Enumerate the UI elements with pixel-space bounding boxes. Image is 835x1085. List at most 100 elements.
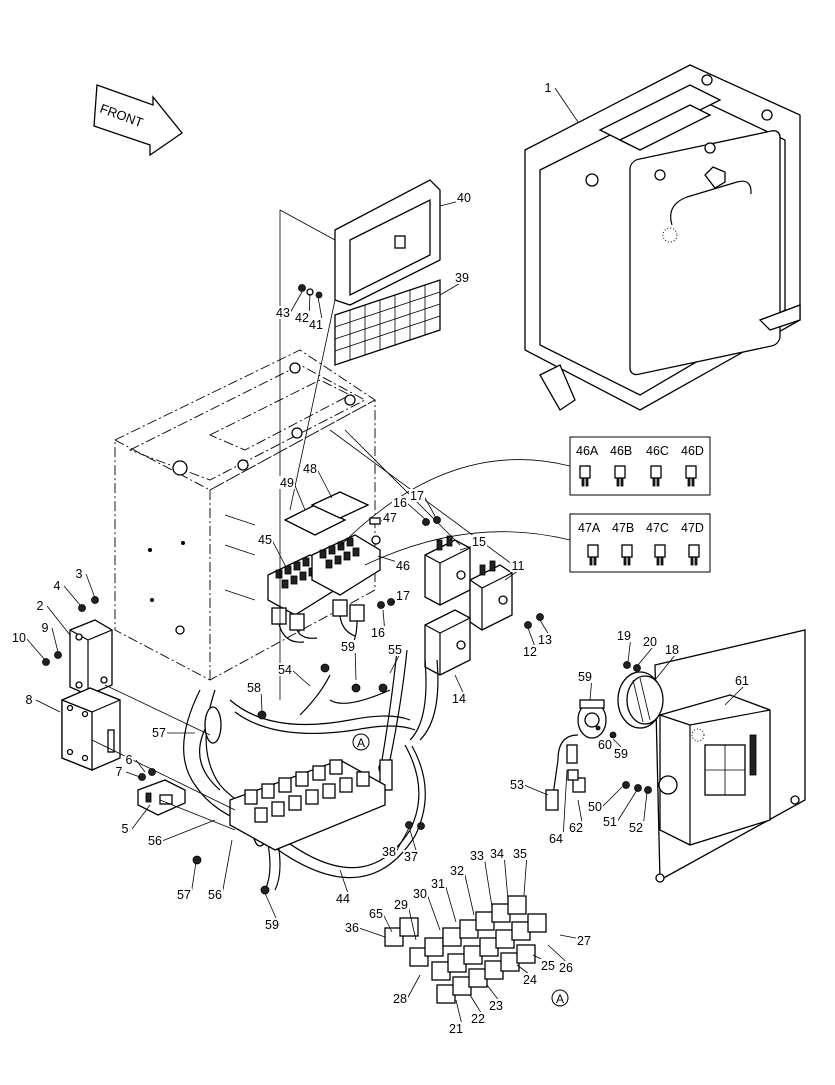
fuse-group-47: 47A 47B 47C 47D (569, 513, 711, 573)
fuse-box-47 (311, 534, 381, 596)
callout-label: 47 (383, 511, 397, 525)
callout-bg (370, 626, 386, 639)
switch-60 (577, 699, 607, 739)
callout-bg (522, 645, 538, 658)
marker-a-lower-label: A (556, 992, 564, 1006)
callout-label: 45 (258, 533, 272, 547)
callout-label: 35 (513, 847, 527, 861)
callout-bg (340, 640, 356, 653)
callout-label: 57 (152, 726, 166, 740)
callout-bg (587, 800, 603, 813)
callout-label: 19 (617, 629, 631, 643)
callout-bg (664, 643, 680, 656)
leader-line (221, 839, 233, 896)
callout-label: 1 (545, 81, 552, 95)
callout-bg (246, 681, 262, 694)
callout-label: 43 (276, 306, 290, 320)
callout-label: 54 (278, 663, 292, 677)
callout-bg (392, 992, 408, 1005)
fasteners (42, 516, 652, 895)
relay-15 (424, 535, 471, 606)
fuse-47b-label: 47B (612, 521, 634, 535)
leader-line (562, 769, 568, 840)
fuse-46a-label: 46A (576, 444, 599, 458)
fuse-47c-label: 47C (646, 521, 669, 535)
callout-label: 28 (393, 992, 407, 1006)
module-2 (69, 619, 113, 696)
callout-bg (628, 821, 644, 834)
relay-14 (424, 609, 471, 676)
callout-bg (257, 533, 273, 546)
callout-label: 40 (457, 191, 471, 205)
callout-label: 23 (489, 999, 503, 1013)
callout-label: 55 (388, 643, 402, 657)
leader-line (51, 627, 59, 653)
callout-bg (207, 888, 223, 901)
callout-bg (540, 959, 556, 972)
callout-label: 2 (37, 599, 44, 613)
fuse-group-46: 46A 46B 46C 46D (569, 436, 711, 496)
leader-line (406, 502, 427, 521)
leader-line (554, 87, 579, 123)
fuse-46d-label: 46D (681, 444, 704, 458)
callout-bg (294, 311, 310, 324)
callout-bg (393, 898, 409, 911)
callout-label: 21 (449, 1022, 463, 1036)
callout-bg (277, 663, 293, 676)
callout-bg (642, 635, 658, 648)
harness-55 (545, 734, 586, 811)
callout-bg (448, 1022, 464, 1035)
callout-bg (11, 631, 27, 644)
leader-line (289, 291, 303, 314)
front-arrow: FRONT (93, 84, 183, 157)
callout-bg (430, 877, 446, 890)
callout-label: 5 (122, 822, 129, 836)
callout-bg (264, 918, 280, 931)
marker-a-lower: A (551, 989, 569, 1007)
callout-bg (40, 621, 50, 634)
callout-label: 13 (538, 633, 552, 647)
callout-label: 10 (12, 631, 26, 645)
leader-line (271, 539, 287, 568)
callout-bg (344, 921, 360, 934)
callout-bg (392, 496, 408, 509)
callout-bg (120, 822, 130, 835)
callout-bg (537, 633, 553, 646)
callout-bg (543, 81, 553, 94)
callout-bg (74, 567, 84, 580)
callout-label: 59 (341, 640, 355, 654)
callout-bg (451, 692, 467, 705)
callout-label: 56 (208, 888, 222, 902)
leader-line (358, 927, 386, 938)
connectors (271, 599, 365, 647)
callout-bg (403, 850, 419, 863)
callout-bg (275, 306, 291, 319)
callout-label: 8 (26, 693, 33, 707)
callout-bg (512, 847, 528, 860)
leader-line (426, 893, 441, 931)
callout-bg (335, 892, 351, 905)
marker-a-upper: A (352, 733, 370, 751)
callout-bg (24, 693, 34, 706)
callout-bg (449, 864, 465, 877)
callout-label: 16 (371, 626, 385, 640)
callout-bg (558, 961, 574, 974)
callout-label: 52 (629, 821, 643, 835)
leader-line (523, 784, 549, 796)
callout-label: 20 (643, 635, 657, 649)
callout-label: 59 (265, 918, 279, 932)
loose-relays (384, 895, 547, 1004)
callout-label: 25 (541, 959, 555, 973)
relay-bank (229, 759, 386, 851)
fuse-46c-label: 46C (646, 444, 669, 458)
callout-label: 6 (126, 753, 133, 767)
leader-line (131, 804, 151, 830)
callout-bg (616, 629, 632, 642)
callout-label: 53 (510, 778, 524, 792)
callout-bg (302, 462, 318, 475)
leader-line (135, 759, 146, 773)
callout-bg (308, 318, 324, 331)
callout-label: 29 (394, 898, 408, 912)
callout-label: 51 (603, 815, 617, 829)
